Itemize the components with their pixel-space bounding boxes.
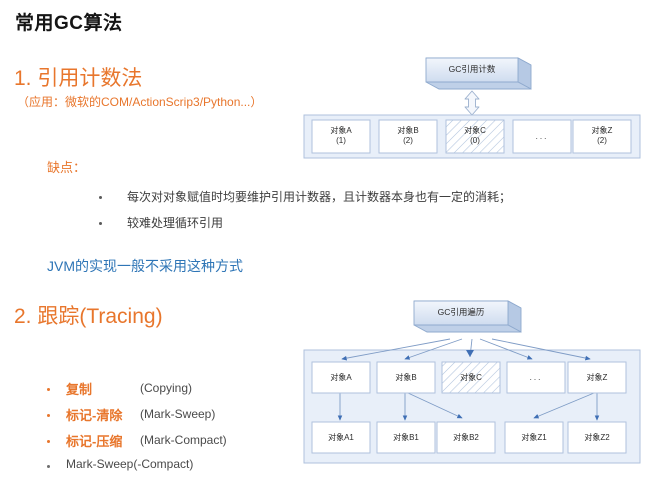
bullet-dot-icon [47,414,50,417]
object-box-label: 对象C [460,373,482,382]
disadvantage-item: 每次对对象赋值时均要维护引用计数器，且计数器本身也有一定的消耗； [127,190,512,204]
bullet-dot-icon [47,388,50,391]
object-box-label: ... [529,373,543,382]
diagram-tracing: GC引用遍历 对象A 对象B 对象C ... 对象Z 对象A1 对象B1 对象B… [300,296,644,468]
object-box-label: 对象Z1 [521,433,547,442]
object-box-label: 对象A [330,373,352,382]
object-box-label: 对象B2 [453,433,479,442]
object-box-label: ... [535,132,549,141]
object-count: (1) [336,136,346,145]
disadvantage-item: 较难处理循环引用 [127,216,224,230]
object-name: 对象B [397,126,419,135]
prism-gc-reference-traverse [413,300,522,333]
section-heading-reference-counting: 1. 引用计数法 [14,67,143,90]
prism-gc-reference-count [425,57,532,90]
bullet-dot-icon [99,196,102,199]
object-box-label: 对象Z (2) [573,126,631,146]
tracing-item-en: (Mark-Sweep) [140,407,216,421]
object-box-label: 对象A (1) [312,126,370,146]
tracing-item-en: (Mark-Compact) [140,433,227,447]
diagram-reference-counting: GC引用计数 对象A (1) 对象B (2) 对象C (0) ... 对象Z (… [300,52,644,162]
object-box-label: 对象B1 [393,433,419,442]
object-box-label: 对象Z2 [584,433,610,442]
object-box-label: 对象A1 [328,433,354,442]
tracing-item-en: (Copying) [140,381,193,395]
section-subheading-reference-counting: （应用：微软的COM/ActionScrip3/Python...） [17,95,263,109]
object-box-label: 对象B (2) [379,126,437,146]
object-count: (2) [597,136,607,145]
section-heading-tracing: 2. 跟踪(Tracing) [14,305,163,328]
disadvantage-label: 缺点： [47,160,87,175]
object-box-label: 对象Z [586,373,608,382]
tracing-item-cn: 复制 [66,382,93,397]
object-count: (2) [403,136,413,145]
object-box-label: 对象B [395,373,417,382]
object-name: 对象Z [591,126,613,135]
jvm-note: JVM的实现一般不采用这种方式 [47,258,243,274]
tracing-item-cn: 标记-清除 [66,408,123,423]
bullet-dot-icon [47,465,50,468]
object-name: 对象C [464,126,486,135]
page-title: 常用GC算法 [15,13,123,34]
tracing-item-cn: 标记-压缩 [66,434,123,449]
prism-label: GC引用计数 [448,64,496,74]
object-count: (0) [470,136,480,145]
prism-label: GC引用遍历 [437,307,485,317]
bullet-dot-icon [99,222,102,225]
object-name: 对象A [330,126,352,135]
bullet-dot-icon [47,440,50,443]
object-box-label: 对象C (0) [446,126,504,146]
double-arrow-icon [464,90,480,116]
tracing-item-en: Mark-Sweep(-Compact) [66,457,194,471]
